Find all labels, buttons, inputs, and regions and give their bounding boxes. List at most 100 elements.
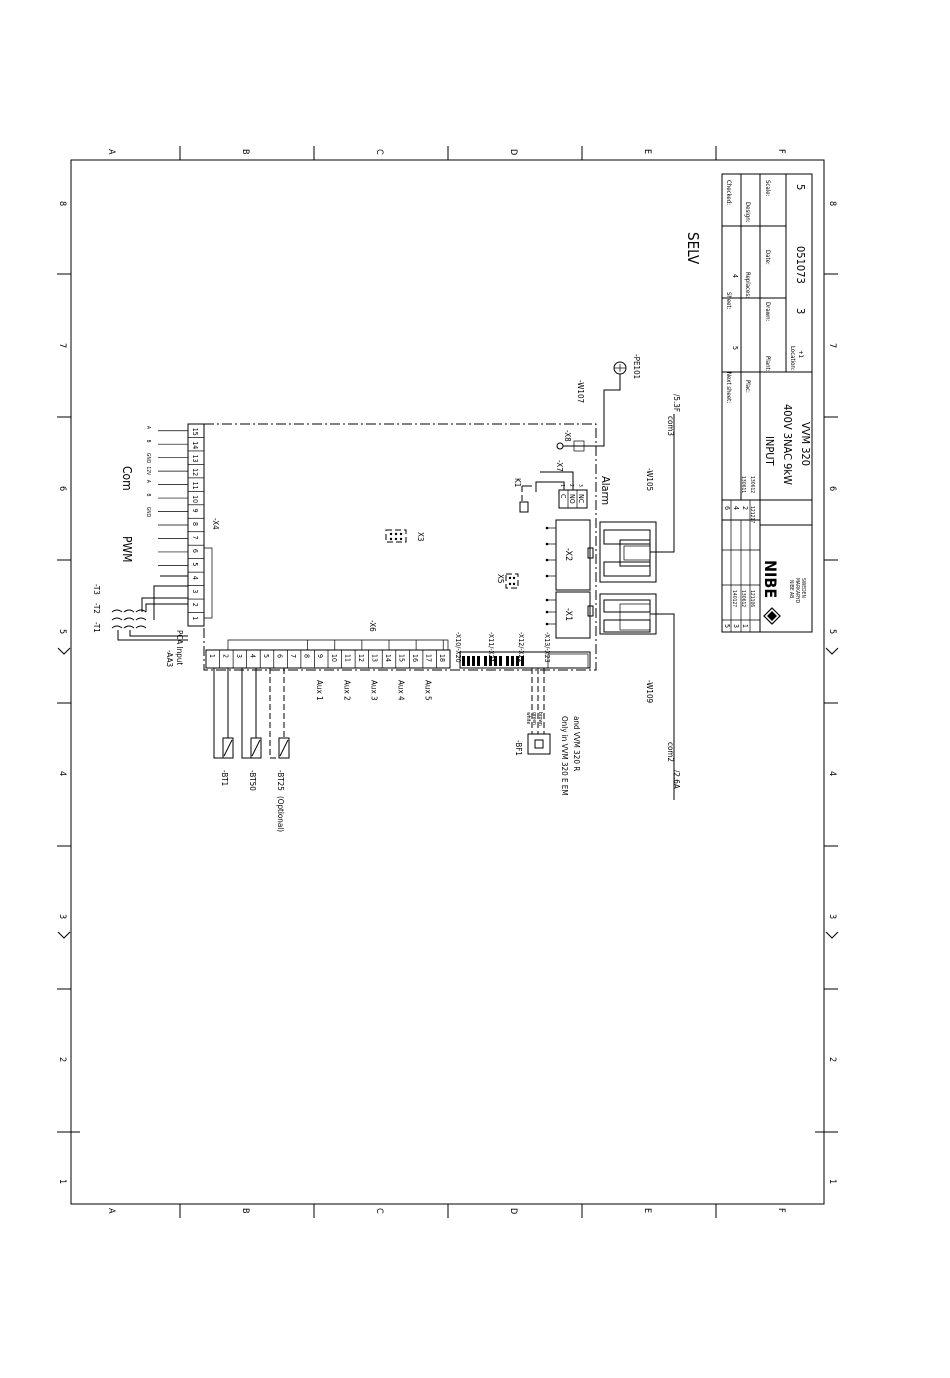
- x4-terminal-7: 7: [191, 535, 199, 539]
- x3-label: X3: [416, 532, 425, 542]
- x7-label: -X7: [555, 460, 564, 472]
- next-sheet-value: 5: [731, 346, 739, 350]
- earth-connection: [556, 361, 627, 452]
- optional-label: (Optional): [276, 796, 285, 832]
- x6-label: -X6: [368, 620, 377, 632]
- grid-col-bottom-B: B: [240, 1208, 250, 1214]
- x4-signal-b: B: [145, 439, 151, 442]
- company-city: MARKARYD: [794, 578, 800, 604]
- rev-2-date: 121217: [749, 506, 755, 523]
- doc-number: 051073: [794, 246, 807, 284]
- sheet-label: Sheet:: [725, 292, 732, 310]
- t3-label: -T3: [92, 584, 101, 595]
- x7-contact-no: NO: [568, 494, 576, 504]
- sheet-value: 4: [731, 274, 739, 278]
- rev-6: 6: [723, 506, 731, 510]
- bt50-label: -BT50: [248, 770, 257, 791]
- aux-label-5: Aux 5: [424, 680, 433, 701]
- date-label: Date:: [764, 250, 771, 265]
- x4-terminal-12: 12: [191, 468, 199, 476]
- grid-col-top-D: D: [508, 149, 518, 155]
- w109-label: -W109: [645, 680, 654, 704]
- x7-pin-1: 1: [559, 484, 565, 487]
- grid-col-top-C: C: [374, 149, 384, 155]
- rev-1: 1: [741, 624, 749, 628]
- title-line-1: INPUT: [763, 436, 776, 467]
- plant-label: Plant:: [764, 356, 771, 372]
- rev-4: 4: [732, 506, 740, 510]
- aux-label-3: Aux 3: [369, 680, 378, 701]
- grid-col-bottom-F: F: [776, 1208, 786, 1213]
- x2-connector: [545, 519, 594, 591]
- grid-row-right-5: 5: [827, 629, 837, 634]
- location-value: +1: [797, 350, 804, 358]
- x4-signal-gnd: GND: [145, 507, 151, 518]
- k1-label: K1: [513, 478, 522, 487]
- x6-terminal-8: 8: [303, 654, 311, 658]
- x4-terminal-9: 9: [191, 509, 199, 513]
- x7-relay: [519, 471, 588, 513]
- pcb-boundary: [203, 423, 597, 671]
- x4-signal-gnd: GND: [145, 453, 151, 464]
- pwm-label: PWM: [120, 536, 134, 563]
- rev-4-date: 130612: [749, 476, 755, 493]
- grid-row-left-8: 8: [57, 201, 67, 206]
- w105-plug: [599, 414, 675, 583]
- x6-terminal-4: 4: [248, 654, 256, 658]
- grid-col-top-E: E: [642, 149, 652, 154]
- com3-label: com3: [666, 416, 675, 436]
- grid-row-right-7: 7: [827, 343, 837, 348]
- alarm-label: Alarm: [599, 476, 612, 505]
- grid-row-right-1: 1: [827, 1179, 837, 1184]
- w105-label: -W105: [645, 468, 654, 491]
- aux-label-1: Aux 1: [315, 680, 324, 701]
- x6-terminal-15: 15: [398, 654, 406, 662]
- x4-terminal-15: 15: [191, 428, 199, 436]
- x4-terminal-2: 2: [191, 603, 199, 607]
- x6-terminal-7: 7: [289, 654, 297, 658]
- x2-label: -X2: [563, 548, 573, 561]
- x8-label: -X8: [563, 430, 572, 442]
- x4-terminal-11: 11: [191, 482, 199, 490]
- x6-terminal-12: 12: [357, 654, 365, 662]
- wire-white: white: [525, 712, 531, 725]
- drawn-label: Drawn:: [764, 302, 771, 322]
- x4-terminal-14: 14: [191, 441, 199, 449]
- x6-terminal-17: 17: [425, 654, 433, 662]
- grid-col-bottom-A: A: [106, 1208, 116, 1214]
- pe101-label: -PE101: [632, 354, 641, 379]
- x4-label: -X4: [211, 518, 220, 530]
- x7-pin-2: 2: [568, 484, 574, 487]
- rev-2: 2: [741, 506, 749, 510]
- x6-terminal-3: 3: [235, 654, 243, 658]
- x6-terminal-11: 11: [343, 654, 351, 662]
- column-dividers: [179, 146, 717, 1218]
- pca-input-label: PCA Input: [175, 630, 184, 665]
- x7-contact-c: C: [559, 494, 567, 499]
- plac-label: Plac:: [744, 380, 751, 393]
- w107-label: -W107: [576, 380, 585, 403]
- ref-26a-label: /2.6A: [672, 770, 681, 789]
- bf1-label: -BF1: [514, 740, 523, 756]
- bf1-wiring: [527, 668, 551, 755]
- x4-signal-b: B: [145, 493, 151, 496]
- com-label: Com: [120, 466, 134, 491]
- x6-terminal-13: 13: [370, 654, 378, 662]
- x4-terminal-8: 8: [191, 522, 199, 526]
- aux-label-2: Aux 2: [342, 680, 351, 701]
- grid-row-left-5: 5: [57, 629, 67, 634]
- x5-header: [505, 573, 519, 589]
- grid-col-bottom-E: E: [642, 1208, 652, 1213]
- aux-label-4: Aux 4: [397, 680, 406, 701]
- grid-row-left-6: 6: [57, 486, 67, 491]
- transformer-coils: [111, 575, 188, 641]
- x6-terminal-5: 5: [262, 654, 270, 658]
- t2-label: -T2: [92, 603, 101, 614]
- x4-terminal-5: 5: [191, 562, 199, 566]
- x10-x20-label: -X10/-X20: [454, 632, 462, 663]
- x6-terminal-6: 6: [276, 654, 284, 658]
